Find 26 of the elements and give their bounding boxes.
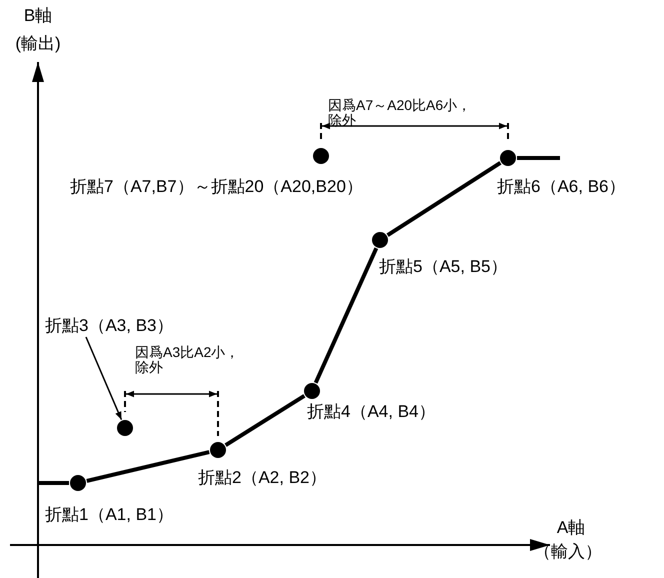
graph-line bbox=[517, 156, 560, 160]
graph-line bbox=[314, 247, 378, 384]
graph-line bbox=[86, 450, 210, 483]
note-text: 因爲A3比A2小，除外 bbox=[135, 345, 240, 375]
point-label: 折點4（A4, B4） bbox=[307, 402, 436, 422]
break-point-dot bbox=[304, 383, 320, 399]
point-label: 折點1（A1, B1） bbox=[45, 505, 174, 525]
axis-label: B軸 bbox=[24, 6, 52, 26]
point-label: 折點7（A7,B7）～折點20（A20,B20） bbox=[70, 177, 363, 197]
point-label: 折點3（A3, B3） bbox=[45, 316, 174, 336]
break-point-dot bbox=[117, 420, 133, 436]
break-point-dot bbox=[372, 232, 388, 248]
graph-line bbox=[224, 394, 306, 447]
graph-line bbox=[38, 481, 69, 485]
break-point-dot bbox=[500, 150, 516, 166]
point-label: 折點5（A5, B5） bbox=[379, 257, 508, 277]
break-point-dot bbox=[313, 148, 329, 164]
axis-label: A軸 bbox=[556, 518, 586, 538]
graph-line bbox=[386, 161, 502, 237]
axis-label: (輸出) bbox=[15, 34, 61, 54]
point-label: 折點6（A6, B6） bbox=[497, 177, 626, 197]
break-point-dot bbox=[210, 442, 226, 458]
point-label: 折點2（A2, B2） bbox=[198, 468, 326, 488]
break-point-dot bbox=[70, 475, 86, 491]
axis-label: （輸入） bbox=[534, 542, 602, 562]
leader-arrow bbox=[85, 336, 122, 420]
